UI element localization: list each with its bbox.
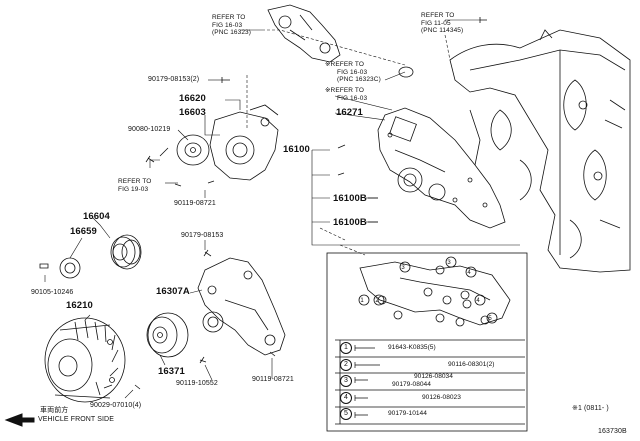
refer-fig-16-03-c: ※REFER TO FIG 16-03 [325,87,367,102]
part-90119-10552: 90119-10552 [176,380,218,387]
refer-line: ※REFER TO [325,87,364,94]
refer-line: REFER TO [212,14,246,21]
refer-line: (PNC 16323) [212,29,252,36]
vehicle-front-arrow [4,413,35,427]
part-90119-08721-b: 90119-08721 [252,376,294,383]
pulley-16371-drawing [146,312,189,358]
table-row: 2 90116-08301(2) [336,357,522,374]
refer-line: FIG 16-03 [337,94,368,102]
table-row: 3 90126-08034 90179-08044 [336,373,522,390]
svg-text:3: 3 [447,260,451,266]
idler-bracket-drawing [159,104,279,181]
table-bolt-sketches [354,345,380,418]
part-16100B-b: 16100B [333,217,367,228]
leader-lines [44,19,520,399]
row-number-badge: 5 [340,408,352,421]
svg-text:1: 1 [360,298,364,304]
inset-callouts: 1 2 3 3 4 4 5 [360,260,492,322]
detail-table: 1 91643-K0835(5) 2 90116-08301(2) 3 9012… [336,340,522,423]
table-row: 4 90126-08023 [336,390,522,407]
refer-fig-19-03: REFER TO FIG 19-03 [118,178,151,193]
part-16603: 16603 [179,107,206,118]
alternator-drawing [44,317,126,403]
refer-line: FIG 19-03 [118,185,149,193]
part-16307A: 16307A [156,286,190,297]
row-number-badge: 4 [340,391,352,404]
bracket-16307A-drawing [197,257,286,356]
row-part-number: 91643-K0835(5) [388,344,436,351]
refer-line: (PNC 114345) [421,27,464,34]
refer-fig-16-03-a: REFER TO FIG 16-03 (PNC 16323) [212,14,251,37]
detail-inset [326,252,528,432]
refer-line: REFER TO [118,178,152,185]
svg-text:4: 4 [467,270,471,276]
row-number-badge: 3 [340,375,352,388]
svg-text:2: 2 [375,298,379,304]
refer-line: FIG 16-03 [212,21,243,29]
row-part-number: 90116-08301(2) [448,360,495,368]
part-90179-08153-2: 90179-08153(2) [148,76,200,83]
table-row: 5 90179-10144 [336,406,522,423]
water-inlet-housing-drawing [267,4,414,78]
figure-code: 163730B [598,428,627,435]
part-90080-10219: 90080-10219 [128,126,171,133]
part-16210: 16210 [66,300,93,311]
part-90179-08153: 90179-08153 [181,232,224,239]
refer-fig-11-05: REFER TO FIG 11-05 (PNC 114345) [421,12,463,35]
svg-text:3: 3 [401,265,405,271]
part-16659: 16659 [70,226,97,237]
row-part-number: 90126-08023 [422,393,461,401]
refer-line: (PNC 16323C) [337,76,381,83]
part-90105-10246: 90105-10246 [31,289,74,296]
svg-text:4: 4 [476,298,480,304]
row-part-number: 90126-08034 [414,373,453,381]
refer-line: FIG 16-03 [337,68,368,76]
row-number-badge: 2 [340,358,352,371]
water-pump-drawing [377,107,506,229]
row-part-number: 90179-10144 [388,410,427,418]
part-90119-08721-a: 90119-08721 [174,200,216,207]
refer-line: ※REFER TO [325,61,364,68]
vehicle-front-jp-label: 車両前方 [40,407,69,414]
row-part-number: 90179-08044 [392,381,431,389]
svg-text:5: 5 [488,316,492,322]
part-90029-07010-4: 90029-07010(4) [90,402,142,409]
bolts-drawing [39,17,487,390]
part-16371: 16371 [158,366,185,377]
refer-fig-16-03-b: ※REFER TO FIG 16-03 (PNC 16323C) [325,61,381,84]
part-16100: 16100 [283,144,310,155]
refer-line: REFER TO [421,12,455,19]
part-16604: 16604 [83,211,110,222]
part-16100B-a: 16100B [333,193,367,204]
vehicle-front-label: VEHICLE FRONT SIDE [38,416,114,423]
refer-line: FIG 11-05 [421,19,451,27]
engine-block-drawing [449,29,631,273]
row-number-badge: 1 [340,342,352,354]
footnote: ※1 (0811- ) [572,405,609,412]
part-16271: 16271 [336,107,363,118]
pulley-16604-drawing [59,234,142,279]
table-row: 1 91643-K0835(5) [336,340,522,357]
part-16620: 16620 [179,93,206,104]
